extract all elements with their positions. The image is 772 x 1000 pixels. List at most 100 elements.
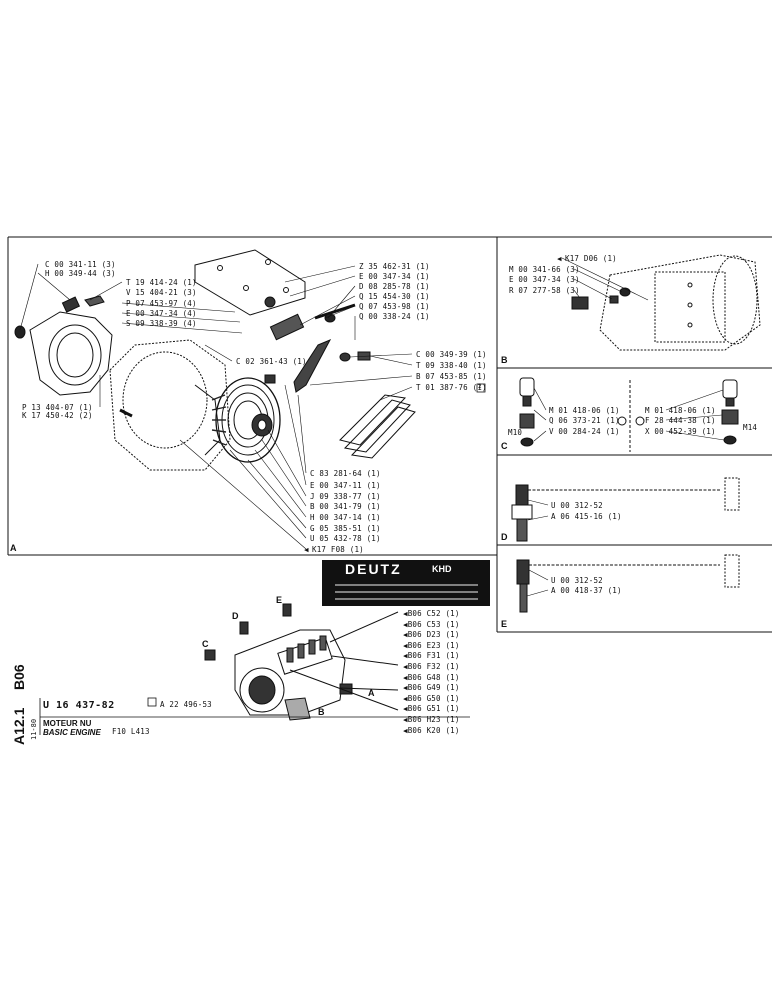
ref-item: ◀B06 C52 (1) — [403, 609, 460, 618]
part-label: C 00 341-11 (3) — [45, 260, 116, 269]
part-label: U 00 312-52 — [551, 576, 603, 585]
part-label: A 06 415-16 (1) — [551, 512, 622, 521]
part-label: V 15 404-21 (3) — [126, 288, 197, 297]
ref-label: B06 F31 (1) — [407, 651, 460, 661]
part-label: T 09 338-40 (1) — [416, 361, 487, 370]
part-label: E 00 347-11 (1) — [310, 481, 381, 490]
callout-a: A — [368, 688, 375, 698]
ref-label: B06 D23 (1) — [407, 630, 460, 640]
ref-item: ◀B06 F31 (1) — [403, 651, 460, 661]
sensor-d-drawing — [511, 477, 740, 542]
overview-ref-list: ◀B06 C52 (1) ◀B06 C53 (1) ◀B06 D23 (1) ◀… — [403, 609, 460, 735]
ref-item: ◀B06 G49 (1) — [403, 683, 460, 693]
ref-item: ◀B06 D23 (1) — [403, 630, 460, 640]
title-en: BASIC ENGINE — [43, 728, 101, 737]
ref-item: ◀B06 C53 (1) — [403, 619, 460, 629]
part-label: K17 F08 (1) — [312, 545, 364, 554]
part-label: V 00 284-24 (1) — [549, 427, 620, 436]
callout-d: D — [232, 611, 239, 621]
part-label: U 00 312-52 — [551, 501, 603, 510]
marker-box-label: 2 — [478, 383, 482, 390]
part-label: M 00 341-66 (3) — [509, 265, 580, 274]
sensor-e-drawing — [516, 554, 740, 613]
ref-item: ◀B06 G48 (1) — [403, 672, 460, 682]
plate-maker: KHD — [432, 564, 452, 574]
part-label: K 17 450-42 (2) — [22, 411, 93, 420]
section-letter-b: B — [501, 355, 508, 365]
tensioner-drawing — [264, 303, 416, 459]
part-label: X 00 452-39 (1) — [645, 427, 716, 436]
part-label: E 00 347-34 (3) — [509, 275, 580, 284]
starter-drawing — [571, 254, 761, 351]
part-label: Q 06 373-21 (1) — [549, 416, 620, 425]
sheet-group: B06 — [11, 664, 27, 690]
part-label: S 09 338-39 (4) — [126, 319, 197, 328]
ref-item: ◀B06 G50 (1) — [403, 693, 460, 703]
ref-item: ◀B06 K20 (1) — [403, 725, 460, 735]
title-fr: MOTEUR NU — [43, 719, 92, 728]
ref-item: ◀B06 E23 (1) — [403, 640, 460, 650]
part-label: C 83 281-64 (1) — [310, 469, 381, 478]
ref-label: B06 K20 (1) — [407, 725, 460, 735]
part-label: B 00 341-79 (1) — [310, 502, 381, 511]
engine-model: F10 L413 — [112, 727, 150, 736]
part-label: T 19 414-24 (1) — [126, 278, 197, 287]
ref-label: B06 F32 (1) — [407, 661, 460, 671]
ref-label: B06 C52 (1) — [407, 609, 460, 618]
bracket-drawing — [194, 249, 306, 316]
part-label: Q 07 453-98 (1) — [359, 302, 430, 311]
part-label: T 01 387-76 (1) — [416, 383, 487, 392]
part-label: P 07 453-97 (4) — [126, 299, 197, 308]
thread-label-m10: M10 — [508, 428, 523, 437]
marker-box — [476, 383, 486, 393]
part-label: F 28 444-38 (1) — [645, 416, 716, 425]
part-label: U 05 432-78 (1) — [310, 534, 381, 543]
part-label: E 00 347-34 (1) — [359, 272, 430, 281]
callout-b: B — [318, 707, 325, 717]
section-letter-a: A — [10, 543, 17, 553]
ref-label: B06 G50 (1) — [407, 693, 460, 703]
part-label: Z 35 462-31 (1) — [359, 262, 430, 271]
callout-c: C — [202, 639, 209, 649]
part-label: Q 15 454-30 (1) — [359, 292, 430, 301]
ref-label: B06 G49 (1) — [407, 683, 460, 693]
callout-e: E — [276, 595, 283, 605]
section-letter-d: D — [501, 532, 508, 542]
ref-label: B06 H23 (1) — [407, 714, 460, 724]
leader-lines — [19, 257, 725, 597]
sheet-date: 11-80 — [30, 718, 38, 740]
part-label: M 01 418-06 (1) — [549, 406, 620, 415]
part-label: K17 D06 (1) — [565, 254, 617, 263]
part-label: D 08 285-78 (1) — [359, 282, 430, 291]
ref-arrow: ◀ — [557, 254, 562, 263]
ref-label: B06 C53 (1) — [407, 619, 460, 629]
thread-label-m14: M14 — [743, 423, 758, 432]
sheet-number: A12.1 — [11, 707, 27, 745]
ref-label: B06 G51 (1) — [407, 704, 460, 714]
part-label: H 00 349-44 (3) — [45, 269, 116, 278]
part-label: A 00 418-37 (1) — [551, 586, 622, 595]
part-label: M 01 418-06 (1) — [645, 406, 716, 415]
part-label: B 07 453-85 (1) — [416, 372, 487, 381]
part-label: E 00 347-34 (4) — [126, 309, 197, 318]
ref-item: ◀B06 G51 (1) — [403, 704, 460, 714]
part-label: C 00 349-39 (1) — [416, 350, 487, 359]
nameplate-drawing — [322, 560, 490, 606]
cover-drawing — [14, 295, 133, 418]
part-label: J 09 338-77 (1) — [310, 492, 381, 501]
part-number: U 16 437-82 — [43, 700, 115, 711]
part-label: R 07 277-58 (3) — [509, 286, 580, 295]
alternator-drawing — [109, 339, 281, 471]
ref-label: B06 E23 (1) — [407, 640, 460, 650]
part-label: H 00 347-14 (1) — [310, 513, 381, 522]
ref-item: ◀B06 F32 (1) — [403, 661, 460, 671]
section-letter-e: E — [501, 619, 508, 629]
sensor-c-drawing — [519, 377, 739, 447]
ref-item: ◀B06 H23 (1) — [403, 714, 460, 724]
part-label: C 02 361-43 (1) — [236, 357, 307, 366]
part-label: P 13 404-07 (1) — [22, 403, 93, 412]
part-label: G 05 385-51 (1) — [310, 524, 381, 533]
ref-arrow: ◀ — [304, 545, 309, 554]
plate-brand: DEUTZ — [345, 561, 402, 577]
